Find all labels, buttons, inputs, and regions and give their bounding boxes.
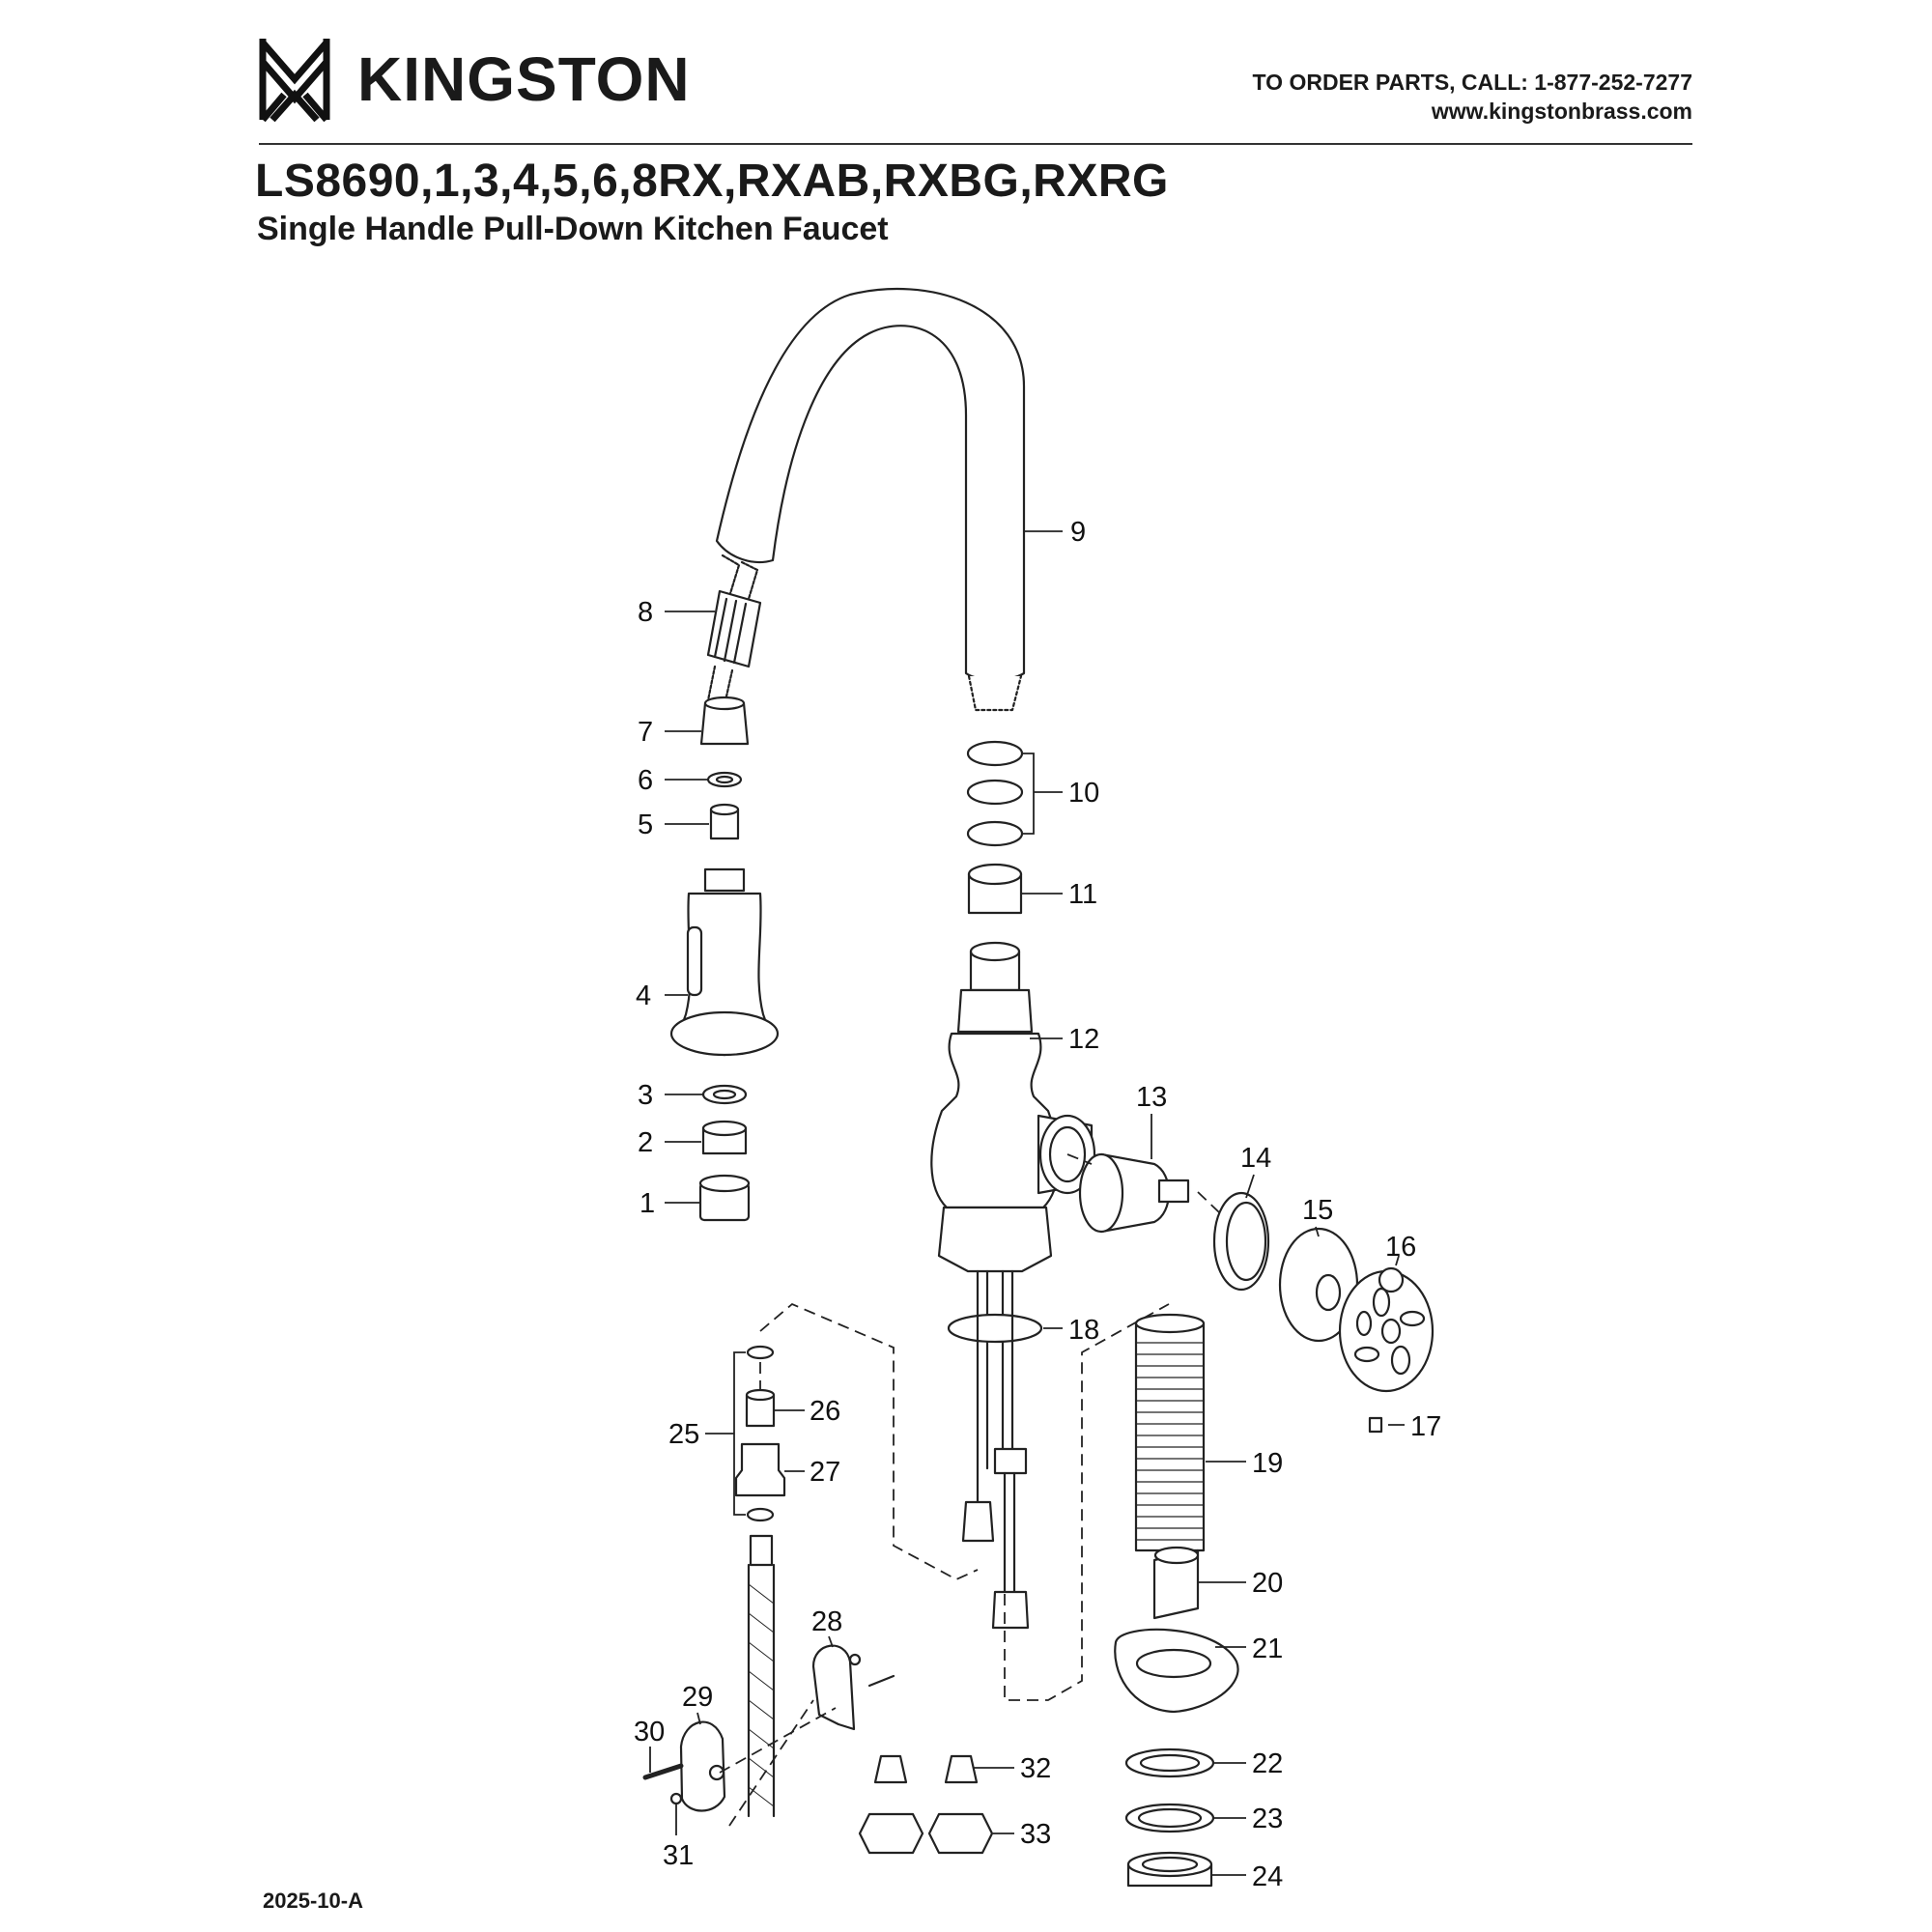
part-clip xyxy=(967,863,1023,915)
header-divider xyxy=(259,143,1692,145)
part-nut-31 xyxy=(669,1792,683,1805)
order-phone: TO ORDER PARTS, CALL: 1-877-252-7277 xyxy=(1252,70,1692,95)
callout-28: 28 xyxy=(811,1606,842,1637)
callout-33: 33 xyxy=(1020,1819,1051,1850)
callout-26: 26 xyxy=(810,1396,840,1427)
part-spacer-clip xyxy=(1152,1546,1200,1620)
callout-21: 21 xyxy=(1252,1634,1283,1664)
callout-14: 14 xyxy=(1240,1143,1271,1174)
callout-7: 7 xyxy=(638,717,653,748)
callout-4: 4 xyxy=(636,980,651,1011)
callout-8: 8 xyxy=(638,597,653,628)
part-aerator-housing xyxy=(698,1174,751,1222)
part-handle xyxy=(1338,1266,1435,1393)
callout-30: 30 xyxy=(634,1717,665,1747)
callout-16: 16 xyxy=(1385,1232,1416,1263)
document-header: KINGSTON TO ORDER PARTS, CALL: 1-877-252… xyxy=(0,0,1932,290)
part-check-valve xyxy=(709,803,740,840)
part-set-screw xyxy=(1368,1416,1383,1434)
model-number: LS8690,1,3,4,5,6,8RX,RXAB,RXBG,RXRG xyxy=(255,156,1169,207)
part-adapter-set xyxy=(734,1345,786,1522)
brand-name: KINGSTON xyxy=(357,44,691,114)
part-supply-hose xyxy=(747,1534,776,1818)
callout-2: 2 xyxy=(638,1127,653,1158)
part-screw-30 xyxy=(642,1763,684,1780)
brand-logo: KINGSTON xyxy=(259,37,691,122)
callout-5: 5 xyxy=(638,810,653,840)
part-hose-clamp xyxy=(811,1644,895,1731)
part-hose-nut xyxy=(699,696,750,746)
callout-9: 9 xyxy=(1070,517,1086,548)
part-base-plate xyxy=(1114,1628,1239,1714)
part-cartridge xyxy=(1078,1152,1190,1234)
callout-32: 32 xyxy=(1020,1753,1051,1784)
callout-24: 24 xyxy=(1252,1861,1283,1892)
product-subtitle: Single Handle Pull-Down Kitchen Faucet xyxy=(257,211,889,247)
callout-18: 18 xyxy=(1068,1315,1099,1346)
part-aerator-insert xyxy=(701,1120,748,1155)
part-hose-connector xyxy=(705,554,762,707)
callout-labels: 1 2 3 4 5 6 7 8 9 10 11 12 13 14 15 16 1… xyxy=(634,517,1441,1892)
callout-20: 20 xyxy=(1252,1568,1283,1599)
part-hose-weight xyxy=(679,1720,726,1812)
website-link[interactable]: www.kingstonbrass.com xyxy=(1431,99,1692,124)
part-ferrules xyxy=(873,1754,979,1784)
order-info: TO ORDER PARTS, CALL: 1-877-252-7277 www… xyxy=(1253,68,1692,126)
callout-15: 15 xyxy=(1302,1195,1333,1226)
callout-6: 6 xyxy=(638,765,653,796)
part-supply-tubes xyxy=(961,1269,1030,1630)
kingston-logo-mark-icon xyxy=(259,39,330,122)
callout-12: 12 xyxy=(1068,1024,1099,1055)
part-spray-head xyxy=(669,867,780,1057)
part-escutcheon xyxy=(1278,1227,1359,1343)
part-spout xyxy=(715,288,1026,712)
callout-13: 13 xyxy=(1136,1082,1167,1113)
part-mounting-nut xyxy=(1126,1851,1213,1888)
callout-27: 27 xyxy=(810,1457,840,1488)
callout-10: 10 xyxy=(1068,778,1099,809)
part-compression-nuts xyxy=(858,1812,994,1855)
part-bonnet-nut xyxy=(1212,1191,1270,1292)
part-o-rings xyxy=(966,740,1024,847)
callout-19: 19 xyxy=(1252,1448,1283,1479)
callout-23: 23 xyxy=(1252,1804,1283,1834)
callout-22: 22 xyxy=(1252,1748,1283,1779)
part-base-o-ring xyxy=(947,1313,1043,1344)
callout-11: 11 xyxy=(1068,879,1097,910)
revision-code: 2025-10-A xyxy=(263,1889,363,1913)
callout-17: 17 xyxy=(1410,1411,1441,1442)
callout-1: 1 xyxy=(639,1188,655,1219)
callout-31: 31 xyxy=(663,1840,694,1871)
part-threaded-shank xyxy=(1134,1313,1206,1552)
part-faucet-body xyxy=(930,941,1096,1470)
callout-29: 29 xyxy=(682,1682,713,1713)
callout-25: 25 xyxy=(668,1419,699,1450)
callout-3: 3 xyxy=(638,1080,653,1111)
